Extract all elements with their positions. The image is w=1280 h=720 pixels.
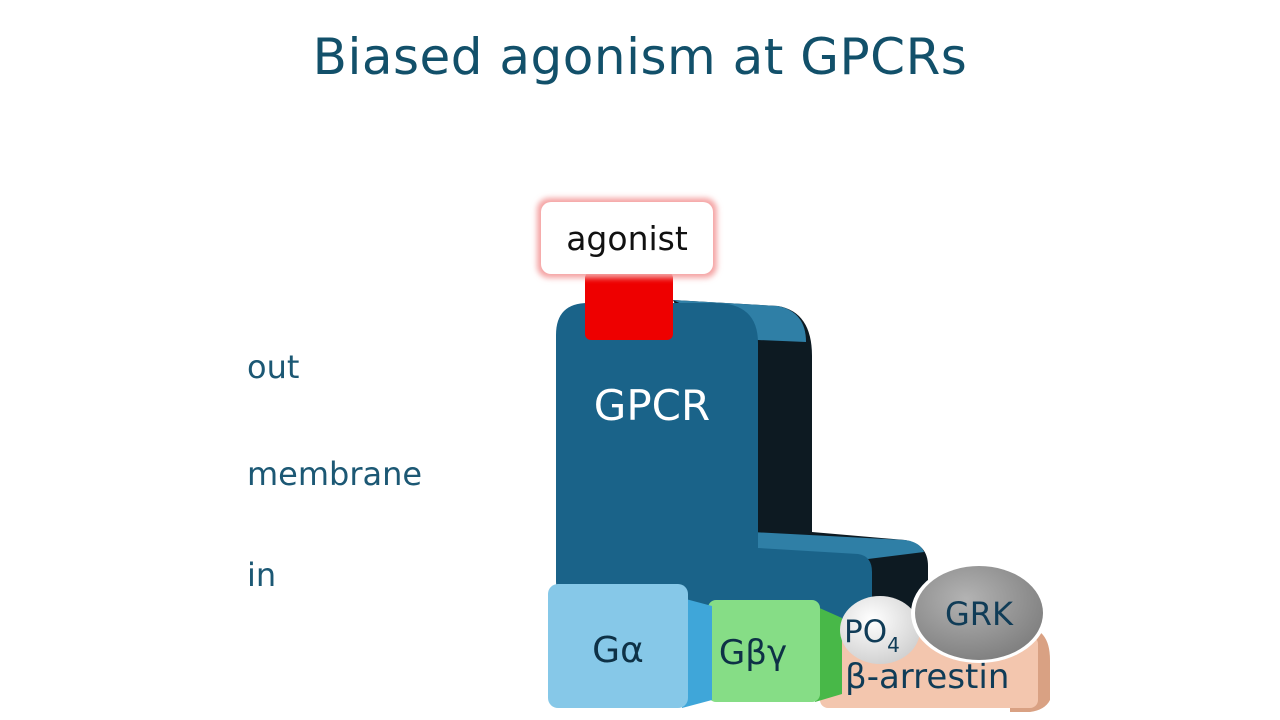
beta-arrestin-label: β-arrestin bbox=[845, 657, 1009, 697]
in-label: in bbox=[247, 556, 277, 594]
agonist-label: agonist bbox=[566, 219, 688, 258]
out-label: out bbox=[247, 348, 300, 386]
g-alpha: Gα bbox=[548, 584, 712, 708]
svg-text:PO4: PO4 bbox=[844, 614, 900, 657]
g-beta-gamma: Gβγ bbox=[708, 600, 842, 702]
gpcr-receptor: GPCR bbox=[556, 303, 872, 622]
g-alpha-label: Gα bbox=[592, 630, 644, 671]
grk: GRK bbox=[911, 563, 1047, 663]
slide-title: Biased agonism at GPCRs bbox=[312, 28, 968, 86]
g-beta-gamma-label: Gβγ bbox=[719, 633, 787, 673]
phosphate-label: PO bbox=[844, 614, 887, 650]
membrane-label: membrane bbox=[247, 455, 423, 493]
gpcr-label: GPCR bbox=[594, 381, 710, 430]
phosphate: PO4 bbox=[840, 596, 920, 664]
agonist: agonist bbox=[537, 198, 717, 278]
agonist-binding-site bbox=[585, 272, 673, 340]
phosphate-subscript: 4 bbox=[887, 633, 900, 657]
grk-label: GRK bbox=[945, 595, 1014, 633]
